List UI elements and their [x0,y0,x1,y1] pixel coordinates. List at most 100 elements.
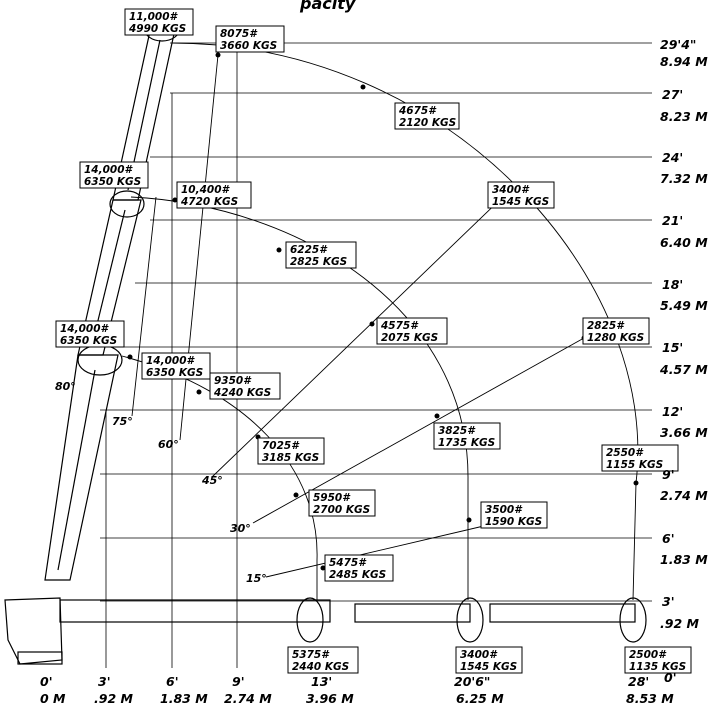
x-label-ft: 3' [98,674,111,689]
point-dot [320,565,326,571]
y-label-ft: 15' [662,340,683,355]
capacity-label: 3400# 1545 KGS [455,646,523,674]
angle-label: 75° [112,415,133,428]
capacity-label: 2825# 1280 KGS [582,317,650,345]
point-dot [196,389,202,395]
boom-horizontal-2 [354,603,471,623]
capacity-label: 7025# 3185 KGS [257,437,325,465]
angle-labels: 80° 75° 60° 45° 30° 15° [55,380,267,585]
y-label-m: 5.49 M [660,298,708,313]
point-dot [215,52,221,58]
boom-section-base [44,354,119,581]
x-label-ft: 6' [166,674,179,689]
svg-text:2500#: 2500# [629,649,667,661]
y-label-m: 6.40 M [660,235,708,250]
angle-rays [131,54,585,578]
vertical-grid [105,43,238,668]
angle-label: 60° [158,438,179,451]
svg-text:11,000#: 11,000# [129,11,179,23]
capacity-label: 14,000# 6350 KGS [141,352,211,380]
boom-tip-13 [296,597,324,643]
svg-text:4720 KGS: 4720 KGS [180,196,238,208]
capacity-label: 8075# 3660 KGS [215,25,285,53]
capacity-label: 3500# 1590 KGS [480,501,548,529]
y-label-ft: 29'4" [660,37,696,52]
point-dot [434,413,440,419]
svg-text:2440 KGS: 2440 KGS [292,661,349,673]
svg-text:14,000#: 14,000# [84,164,134,176]
capacity-labels: 11,000# 4990 KGS 8075# 3660 KGS 4675# 21… [55,8,692,674]
y-label-ft: 3' [662,594,675,609]
svg-text:2825 KGS: 2825 KGS [290,256,347,268]
capacity-label: 5475# 2485 KGS [324,554,394,582]
svg-text:2700 KGS: 2700 KGS [313,504,370,516]
ray-30 [252,337,585,524]
svg-text:9350#: 9350# [214,375,252,387]
y-label-ft: 12' [662,404,683,419]
svg-text:1545 KGS: 1545 KGS [460,661,517,673]
point-dot [172,197,178,203]
y-label-m: 8.94 M [660,54,708,69]
x-axis-labels: 0' 0 M 3' .92 M 6' 1.83 M 9' 2.74 M 13' … [40,674,674,706]
capacity-dots [127,52,639,571]
capacity-label: 3400# 1545 KGS [487,181,555,209]
x-label-m: 6.25 M [456,691,504,706]
capacity-label: 14,000# 6350 KGS [79,161,149,189]
capacity-label: 2500# 1135 KGS [624,646,692,674]
capacity-label: 9350# 4240 KGS [209,372,281,400]
point-dot [466,517,472,523]
ray-75 [131,196,157,417]
y-label-ft: 9' [662,467,675,482]
svg-text:6350 KGS: 6350 KGS [60,335,117,347]
svg-text:1735 KGS: 1735 KGS [438,437,495,449]
svg-text:14,000#: 14,000# [60,323,110,335]
y-label-m: 8.23 M [660,109,708,124]
boom-horizontal-1 [59,599,331,623]
angle-label: 45° [201,474,223,487]
svg-text:5950#: 5950# [313,492,351,504]
capacity-label: 14,000# 6350 KGS [55,320,125,348]
svg-text:1590 KGS: 1590 KGS [485,516,542,528]
capacity-label: 5375# 2440 KGS [287,646,359,674]
x-label-ft: 28' [628,674,649,689]
x-label-m: 1.83 M [160,691,208,706]
x-label-m: 2.74 M [224,691,272,706]
svg-text:4675#: 4675# [398,105,437,117]
svg-text:1280 KGS: 1280 KGS [587,332,644,344]
point-dot [293,492,299,498]
capacity-label: 6225# 2825 KGS [285,241,357,269]
svg-text:3500#: 3500# [485,504,523,516]
svg-text:3660 KGS: 3660 KGS [220,40,277,52]
x-label-m: 0 M [40,691,66,706]
point-dot [633,480,639,486]
y-label-ft: 0' [664,670,677,685]
y-label-ft: 18' [662,277,683,292]
svg-text:10,400#: 10,400# [181,184,231,196]
boom-horizontal-3 [489,603,636,623]
crane-base [4,597,63,665]
svg-text:3185 KGS: 3185 KGS [262,452,319,464]
angle-label: 15° [246,572,267,585]
angle-label: 30° [230,522,251,535]
point-dot [127,354,133,360]
svg-text:1135 KGS: 1135 KGS [629,661,686,673]
y-label-m: 1.83 M [660,552,708,567]
point-dot [369,321,375,327]
angle-label: 80° [55,380,76,393]
y-axis-labels: 29'4" 8.94 M 27' 8.23 M 24' 7.32 M 21' 6… [659,37,708,685]
svg-text:2120 KGS: 2120 KGS [399,117,456,129]
svg-text:8075#: 8075# [220,28,258,40]
svg-text:4990 KGS: 4990 KGS [128,23,186,35]
svg-text:1155 KGS: 1155 KGS [606,459,663,471]
svg-text:4240 KGS: 4240 KGS [213,387,271,399]
boom-tip-28 [619,597,647,643]
ray-15 [265,524,489,578]
ray-45 [211,189,511,478]
point-dot [276,247,282,253]
y-label-ft: 21' [662,213,683,228]
y-label-ft: 24' [662,150,683,165]
x-label-ft: 9' [232,674,245,689]
capacity-label: 11,000# 4990 KGS [124,8,194,36]
boom-tip-20 [456,597,484,643]
svg-text:2485 KGS: 2485 KGS [329,569,386,581]
